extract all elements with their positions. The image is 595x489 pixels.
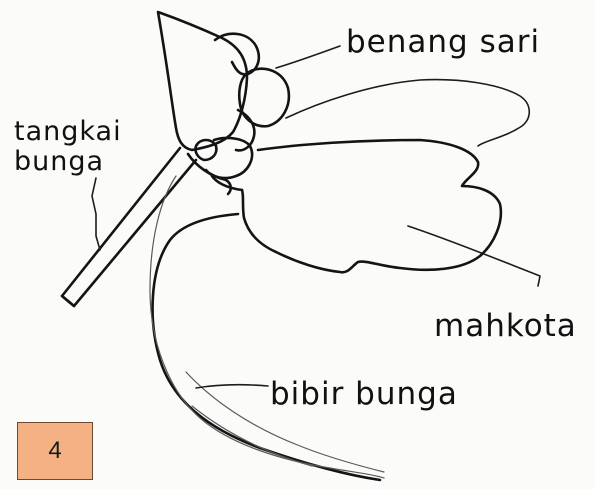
lip-outer (153, 214, 380, 480)
pointer-benang-sari (276, 46, 340, 68)
anther-knot (195, 140, 216, 160)
lip-sketch-2 (192, 406, 312, 466)
lip-inner (150, 176, 384, 478)
pointer-bibir-bunga (196, 385, 268, 388)
label-mahkota: mahkota (434, 308, 577, 344)
figure-number-badge: 4 (17, 422, 93, 480)
label-tangkai-bunga-line1: tangkai (14, 116, 122, 147)
label-tangkai-bunga-line2: bunga (14, 146, 104, 177)
figure-number: 4 (48, 437, 61, 465)
label-benang-sari: benang sari (346, 24, 540, 60)
anther-upper (215, 34, 259, 75)
label-bibir-bunga: bibir bunga (270, 376, 458, 412)
pointer-mahkota (408, 226, 540, 286)
stem-bar-end (62, 296, 74, 306)
upper-petal (286, 80, 529, 146)
main-petal (242, 140, 501, 272)
pointer-tangkai-bunga (92, 178, 100, 250)
